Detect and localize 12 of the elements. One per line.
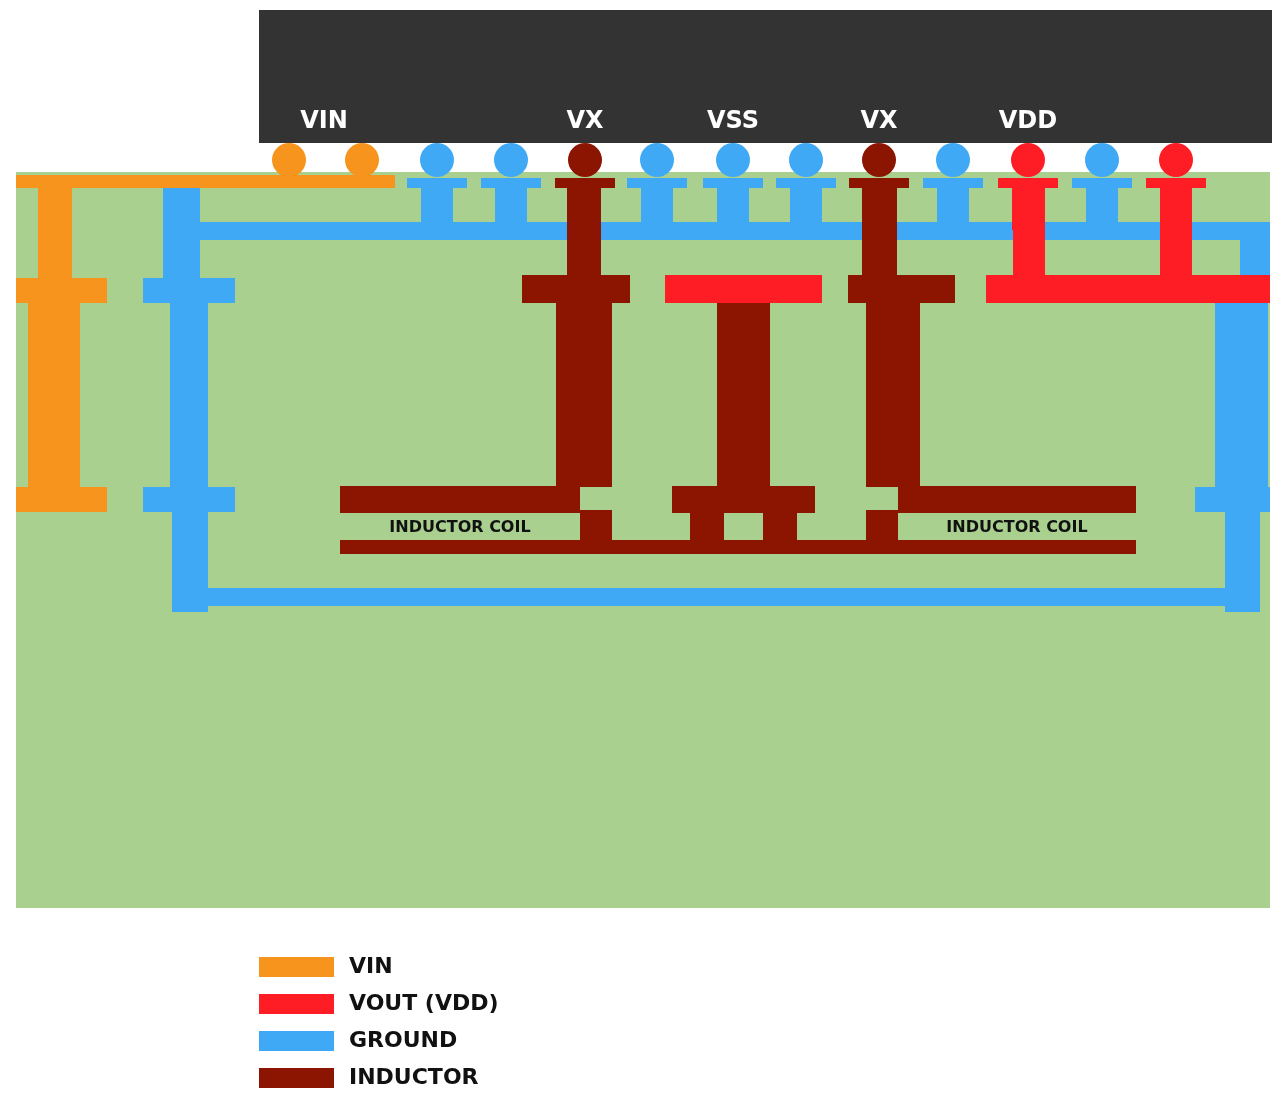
pin-label: VIN bbox=[300, 106, 348, 134]
pin-label: VX bbox=[566, 106, 604, 134]
legend-label: GROUND bbox=[349, 1027, 458, 1052]
pin-label: VDD bbox=[998, 106, 1058, 134]
legend-label: INDUCTOR bbox=[349, 1064, 479, 1089]
coil-label: INDUCTOR COIL bbox=[946, 517, 1088, 536]
pin-label: VX bbox=[860, 106, 898, 134]
legend-label: VIN bbox=[349, 953, 393, 978]
coil-label: INDUCTOR COIL bbox=[389, 517, 531, 536]
pin-label: VSS bbox=[706, 106, 760, 134]
legend-label: VOUT (VDD) bbox=[349, 990, 499, 1015]
chip-package bbox=[259, 10, 1272, 143]
